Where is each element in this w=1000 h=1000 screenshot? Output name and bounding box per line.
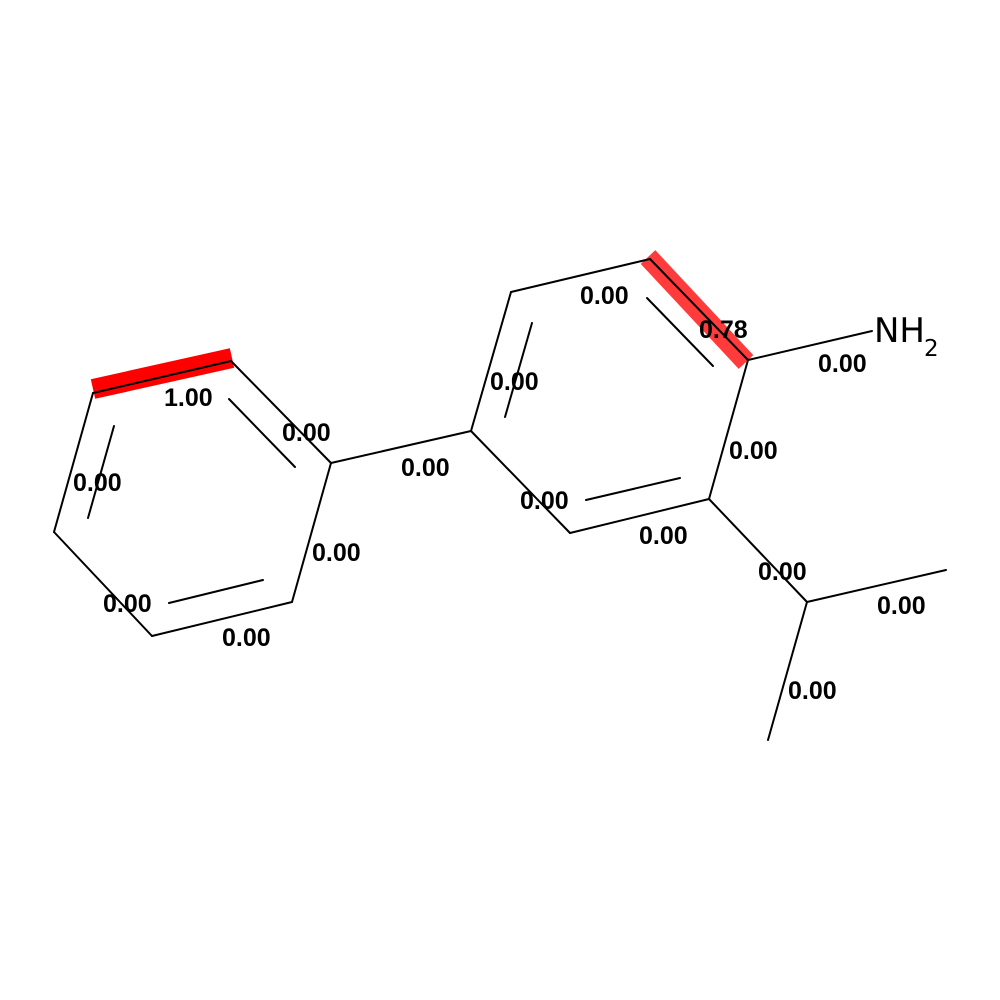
bond-label-b1: 1.00 <box>164 384 213 412</box>
bond-label-b10: 0.78 <box>699 316 748 344</box>
bond-label-b17: 0.00 <box>788 677 837 705</box>
amine-label: NH <box>874 311 925 351</box>
bond-b16 <box>806 569 947 603</box>
bond-label-b4: 0.00 <box>222 624 271 652</box>
bond-b15 <box>708 498 808 603</box>
amine-subscript: 2 <box>924 336 939 362</box>
bond-b4 <box>151 601 293 637</box>
bond-b14 <box>470 430 571 534</box>
bond-b9 <box>510 258 651 293</box>
bond-label-b14: 0.00 <box>520 487 569 515</box>
bond-b7 <box>330 430 472 464</box>
bond-b10 <box>649 258 749 361</box>
bond-label-b16: 0.00 <box>877 592 926 620</box>
bond-label-b12: 0.00 <box>729 437 778 465</box>
bond-label-b8: 0.00 <box>490 368 539 396</box>
bond-b4-inner <box>168 579 264 604</box>
bond-highlight-b1 <box>90 348 235 399</box>
bond-b2 <box>230 360 332 464</box>
bond-label-b7: 0.00 <box>401 454 450 482</box>
bond-b5 <box>53 531 153 637</box>
bond-b13-inner <box>585 477 681 501</box>
bond-b8 <box>470 291 512 432</box>
bond-label-b3: 0.00 <box>312 539 361 567</box>
bond-b17 <box>767 601 808 741</box>
bond-label-b11: 0.00 <box>818 350 867 378</box>
bond-b3 <box>291 462 332 603</box>
bond-b10-inner <box>646 297 714 367</box>
bond-label-b2: 0.00 <box>282 419 331 447</box>
bond-label-b9: 0.00 <box>580 282 629 310</box>
bond-b11 <box>747 330 873 361</box>
bond-b2-inner <box>228 398 296 468</box>
bond-b1 <box>92 360 232 394</box>
bond-label-b15: 0.00 <box>758 558 807 586</box>
bond-b8-inner <box>504 322 533 418</box>
bond-b12 <box>708 359 749 500</box>
bond-b13 <box>569 498 710 534</box>
bond-b6-inner <box>87 425 115 519</box>
bond-label-b13: 0.00 <box>639 522 688 550</box>
bond-label-b6: 0.00 <box>73 469 122 497</box>
bond-b6 <box>53 392 94 533</box>
bond-label-b5: 0.00 <box>103 590 152 618</box>
